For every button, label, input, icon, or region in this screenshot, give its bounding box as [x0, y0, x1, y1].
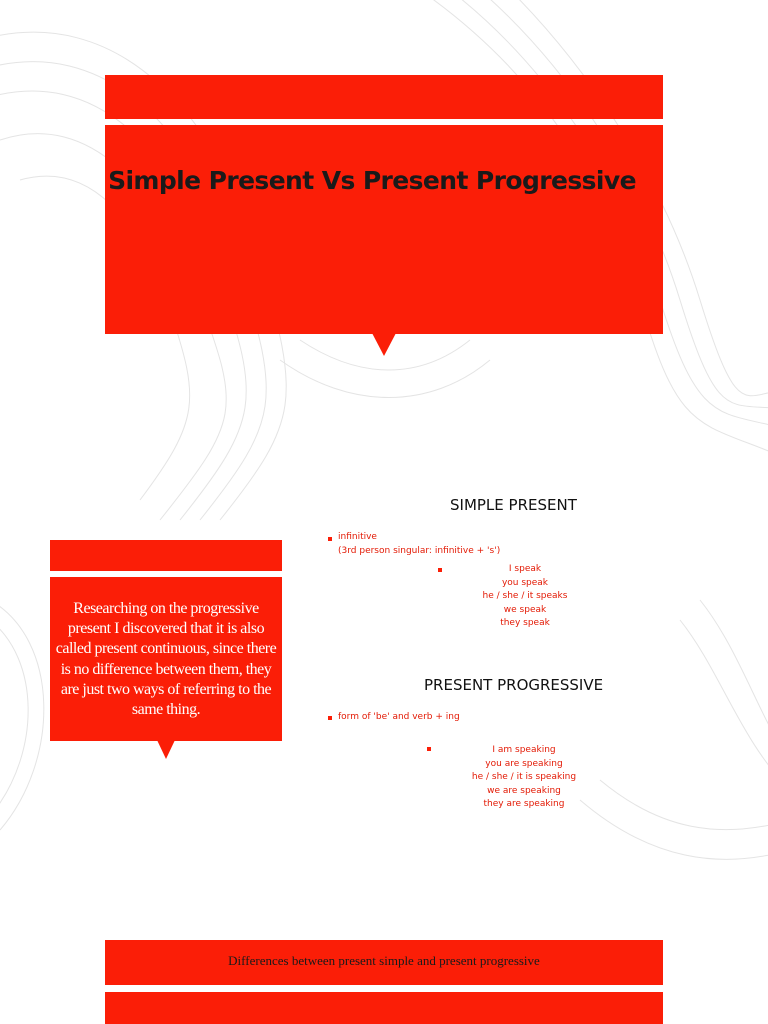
list-item: I speak	[508, 564, 542, 574]
simple-present-heading: SIMPLE PRESENT	[450, 496, 577, 514]
present-progressive-rule: form of 'be' and verb + ing	[338, 712, 460, 722]
title-top-bar	[105, 75, 663, 119]
page-title: Simple Present Vs Present Progressive	[108, 166, 636, 195]
list-item: we speak	[503, 604, 547, 615]
note-box	[50, 577, 282, 741]
note-text: Researching on the progressive present I…	[55, 600, 277, 719]
bullet-icon	[427, 747, 431, 751]
list-item: they are speaking	[483, 799, 565, 810]
present-progressive-heading: PRESENT PROGRESSIVE	[424, 676, 604, 694]
list-item: you are speaking	[485, 758, 563, 769]
differences-content-bar	[105, 992, 663, 1024]
list-item: they speak	[500, 618, 550, 629]
title-box	[105, 125, 663, 334]
bullet-icon	[328, 537, 332, 541]
bullet-icon	[438, 568, 442, 572]
bullet-icon	[328, 716, 332, 720]
list-item: you speak	[501, 577, 549, 588]
simple-present-rule: infinitive (3rd person singular: infinit…	[338, 532, 501, 556]
list-item: he / she / it speaks	[482, 591, 568, 602]
slide-differences: Differences between present simple and p…	[0, 864, 768, 1024]
title-box-pointer	[372, 333, 396, 356]
simple-present-examples: I speak you speak he / she / it speaks w…	[435, 563, 615, 631]
differences-title-bar	[105, 940, 663, 985]
list-item: he / she / it is speaking	[471, 772, 577, 783]
list-item: we are speaking	[487, 785, 561, 796]
note-top-bar	[50, 540, 282, 571]
note-box-pointer	[157, 740, 175, 759]
list-item: I am speaking	[492, 745, 556, 755]
present-progressive-examples: I am speaking you are speaking he / she …	[434, 744, 614, 812]
slide-title: Simple Present Vs Present Progressive	[0, 0, 768, 432]
slide-comparison: Researching on the progressive present I…	[0, 432, 768, 864]
differences-title: Differences between present simple and p…	[228, 953, 540, 968]
